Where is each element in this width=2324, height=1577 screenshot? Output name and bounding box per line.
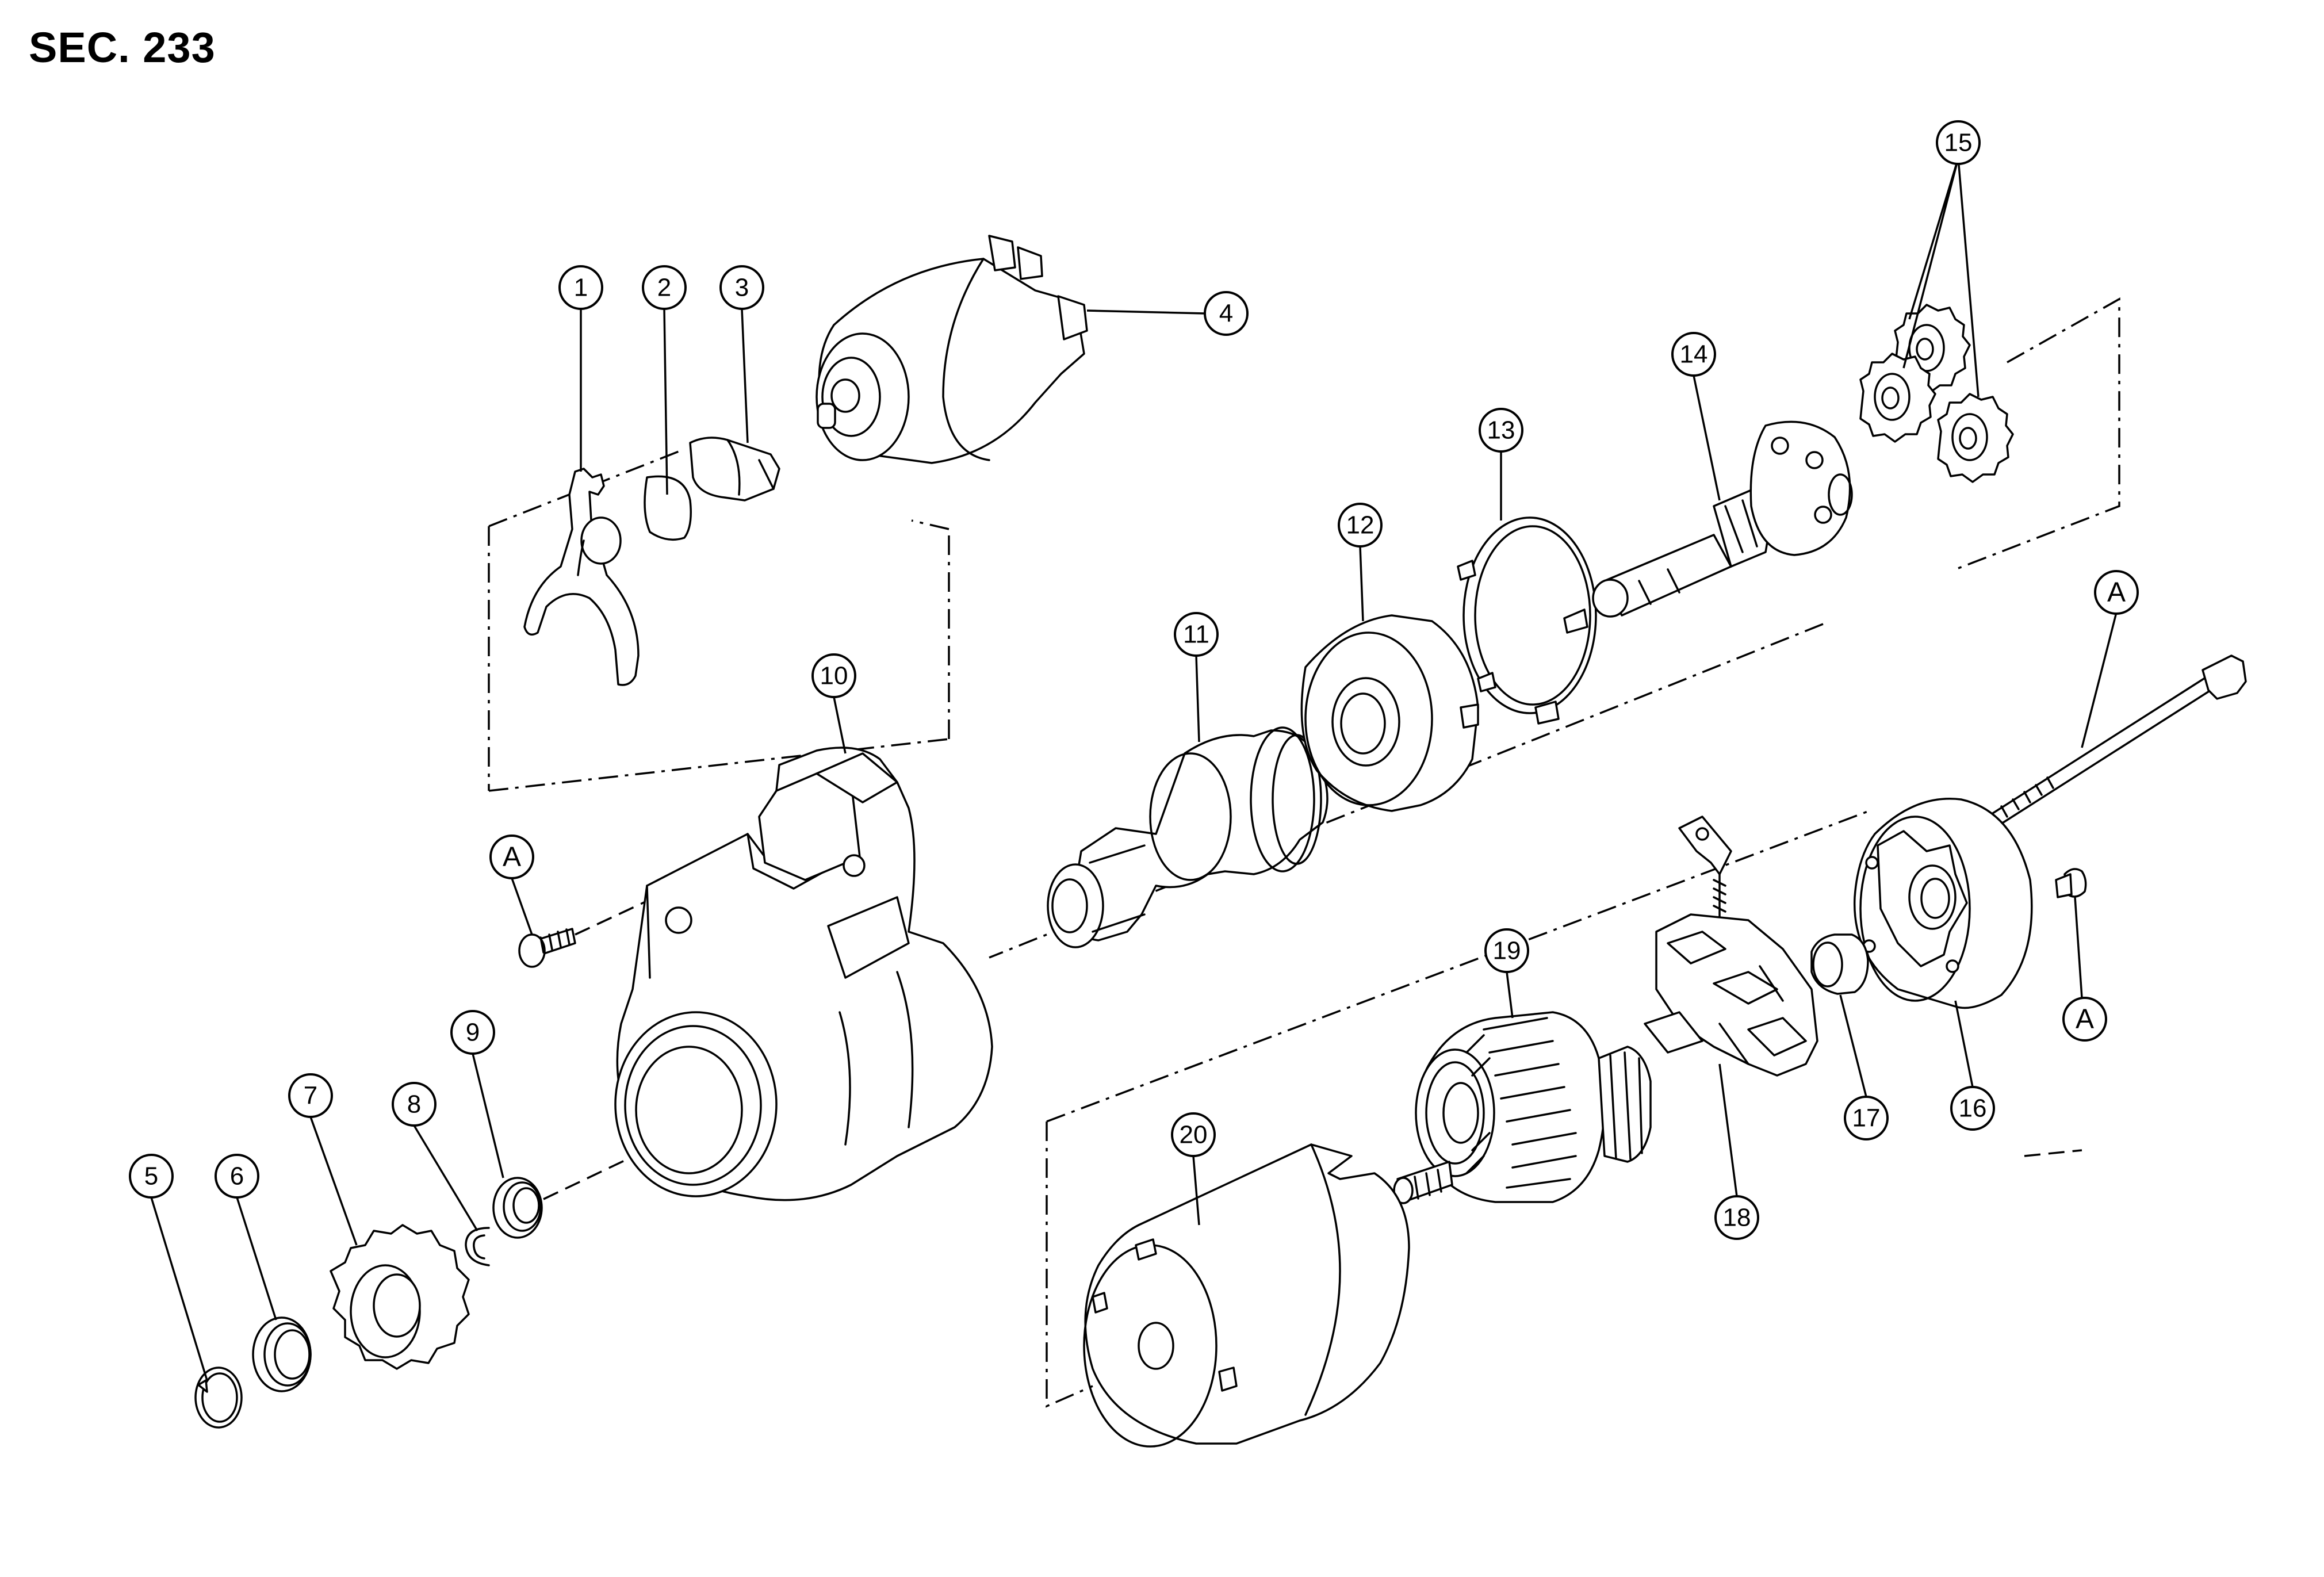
callout-2-label: 2 [657, 274, 671, 302]
callout-6: 6 [215, 1154, 259, 1199]
callout-12-label: 12 [1346, 511, 1375, 539]
callout-11-label: 11 [1183, 621, 1209, 649]
callout-16: 16 [1950, 1086, 1995, 1131]
callout-19: 19 [1484, 928, 1529, 973]
internal-gear-part [1300, 614, 1479, 812]
callout-7: 7 [288, 1073, 333, 1118]
callout-3: 3 [719, 265, 764, 310]
pinion-gear-part [330, 1224, 470, 1370]
callout-a-bolt-label: A [2107, 577, 2126, 608]
bushing-part [492, 1177, 543, 1239]
clip-part [465, 1227, 490, 1266]
callout-16-label: 16 [1959, 1094, 1987, 1123]
callout-20-label: 20 [1180, 1121, 1208, 1149]
callout-5-label: 5 [144, 1162, 158, 1191]
callout-18: 18 [1714, 1195, 1759, 1240]
holder-part [689, 437, 780, 502]
callout-5: 5 [129, 1154, 174, 1199]
callout-1: 1 [558, 265, 603, 310]
callout-15: 15 [1936, 120, 1981, 165]
shaft-part [1047, 726, 1328, 948]
callout-15-label: 15 [1944, 129, 1973, 157]
stopper-part [252, 1316, 312, 1392]
callout-9-label: 9 [466, 1019, 480, 1047]
part-callouts: 1 2 3 4 5 6 7 8 9 10 11 12 13 14 15 16 1… [129, 120, 1995, 1240]
callout-13: 13 [1479, 408, 1523, 453]
callout-18-label: 18 [1723, 1204, 1751, 1232]
callout-17: 17 [1844, 1096, 1889, 1140]
callout-14-label: 14 [1680, 340, 1708, 369]
callout-20: 20 [1171, 1112, 1216, 1157]
rear-cover-part [1853, 798, 2033, 1009]
callout-a-screw: A [489, 835, 534, 879]
leader-lines [150, 158, 2118, 1381]
callout-a-rear-screw: A [2062, 997, 2107, 1042]
small-screw-part [2055, 868, 2087, 898]
callout-a-rear-screw-label: A [2076, 1004, 2094, 1035]
callout-10: 10 [811, 653, 856, 698]
callout-8: 8 [392, 1082, 437, 1127]
grommet-part [1810, 933, 1869, 995]
planetary-gears-part [1859, 304, 2014, 483]
plate-part [644, 475, 692, 541]
brush-holder-part [1644, 816, 1818, 1077]
callout-a-screw-label: A [503, 842, 521, 872]
callout-6-label: 6 [230, 1162, 244, 1191]
callout-19-label: 19 [1493, 937, 1521, 965]
callout-8-label: 8 [407, 1090, 421, 1119]
callout-4-label: 4 [1219, 300, 1233, 328]
callout-7-label: 7 [304, 1082, 317, 1110]
callout-2: 2 [642, 265, 687, 310]
reference-callouts: A A A [489, 570, 2139, 1042]
solenoid-part [815, 235, 1088, 464]
callout-11: 11 [1174, 612, 1219, 657]
callout-10-label: 10 [820, 662, 848, 690]
callout-3-label: 3 [735, 274, 749, 302]
packing-part [1457, 516, 1597, 725]
callout-12: 12 [1338, 503, 1383, 548]
callout-a-bolt: A [2094, 570, 2139, 615]
callout-1-label: 1 [574, 274, 588, 302]
callout-13-label: 13 [1487, 416, 1515, 445]
through-bolt-part [1977, 654, 2247, 835]
section-title: SEC. 233 [29, 24, 216, 71]
shift-lever-part [523, 468, 640, 686]
callout-17-label: 17 [1852, 1104, 1881, 1132]
gear-case-part [614, 747, 993, 1201]
planet-carrier-part [1592, 420, 1853, 618]
armature-part [1393, 1011, 1652, 1204]
callout-14: 14 [1671, 332, 1716, 377]
snap-ring-part [194, 1367, 243, 1429]
yoke-part [1083, 1143, 1410, 1448]
callout-4: 4 [1204, 291, 1249, 336]
screw-part [518, 928, 576, 968]
callout-9: 9 [450, 1010, 495, 1055]
